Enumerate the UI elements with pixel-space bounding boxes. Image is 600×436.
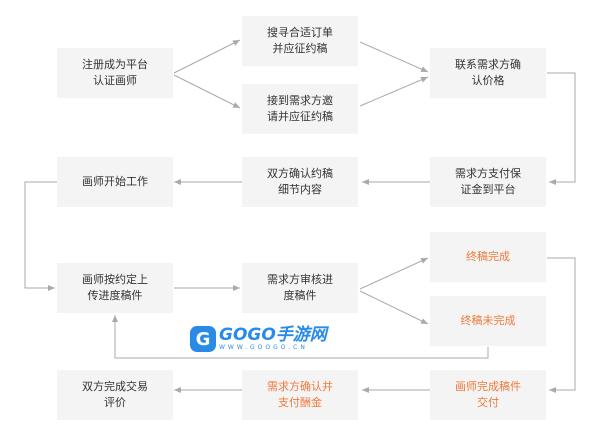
node-contact-client: 联系需求方确认价格 <box>430 48 546 98</box>
node-text: 需求方确认并 <box>267 380 333 393</box>
node-text: 注册成为平台 <box>82 58 148 71</box>
node-start-work: 画师开始工作 <box>57 157 173 207</box>
node-upload-progress: 画师按约定上传进度稿件 <box>57 263 173 313</box>
node-text: 证金到平台 <box>460 183 516 196</box>
arrow <box>173 39 241 74</box>
arrow <box>547 72 576 185</box>
node-register: 注册成为平台认证画师 <box>57 48 173 98</box>
node-text: 终稿未完成 <box>460 314 516 327</box>
arrow <box>359 290 429 325</box>
node-client-confirm-pay: 需求方确认并支付酬金 <box>242 370 358 420</box>
watermark-url: WWW.GOOGO.CN <box>219 344 308 351</box>
node-text: 需求方支付保 <box>455 167 521 180</box>
node-text: 请并应征约稿 <box>267 110 333 123</box>
node-text: 并应征约稿 <box>272 42 328 55</box>
node-review-progress: 需求方审核进度稿件 <box>242 263 358 313</box>
node-text: 画师完成稿件 <box>455 380 521 393</box>
node-text: 评价 <box>104 396 126 409</box>
node-search-order: 搜寻合适订单并应征约稿 <box>242 16 358 66</box>
node-text: 度稿件 <box>283 289 317 302</box>
node-text: 交付 <box>477 396 499 409</box>
node-text: 认价格 <box>471 74 505 87</box>
arrow <box>173 74 241 109</box>
node-text: 传进度稿件 <box>87 289 143 302</box>
arrow <box>547 257 576 393</box>
node-text: 画师开始工作 <box>82 175 148 188</box>
node-text: 支付酬金 <box>278 396 322 409</box>
node-final-done: 终稿完成 <box>430 232 546 282</box>
arrow <box>359 257 429 290</box>
node-text: 认证画师 <box>93 74 137 87</box>
arrow <box>24 181 57 291</box>
node-text: 画师按约定上 <box>82 273 148 286</box>
node-final-not-done: 终稿未完成 <box>430 296 546 346</box>
watermark-brand: GOGO手游网 <box>219 325 327 345</box>
watermark-logo: G GOGO手游网 WWW.GOOGO.CN <box>190 326 327 352</box>
arrow <box>359 41 429 73</box>
node-text: 终稿完成 <box>466 250 510 263</box>
node-text: 接到需求方邀 <box>267 94 333 107</box>
node-deliver: 画师完成稿件交付 <box>430 370 546 420</box>
node-text: 联系需求方确 <box>455 58 521 71</box>
node-text: 细节内容 <box>278 183 322 196</box>
logo-g-icon: G <box>190 326 216 352</box>
arrow <box>359 76 429 107</box>
node-text: 双方完成交易 <box>82 380 148 393</box>
node-complete-review: 双方完成交易评价 <box>57 370 173 420</box>
node-text: 需求方审核进 <box>267 273 333 286</box>
node-confirm-details: 双方确认约稿细节内容 <box>242 157 358 207</box>
node-text: 搜寻合适订单 <box>267 26 333 39</box>
node-text: 双方确认约稿 <box>267 167 333 180</box>
node-pay-deposit: 需求方支付保证金到平台 <box>430 157 546 207</box>
arrow <box>112 315 489 359</box>
node-receive-invite: 接到需求方邀请并应征约稿 <box>242 84 358 134</box>
